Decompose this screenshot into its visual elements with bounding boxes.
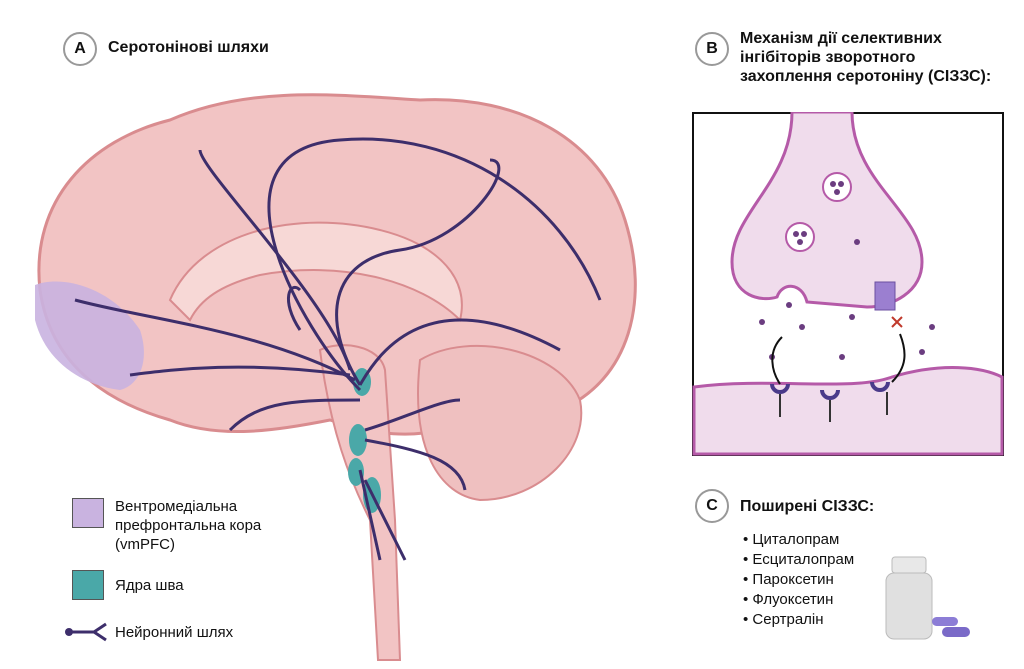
legend-raphe: Ядра шва	[115, 577, 184, 594]
ssri-item: Циталопрам	[743, 530, 854, 550]
serotonin-pathways	[74, 137, 602, 561]
ssri-item: Пароксетин	[743, 570, 854, 590]
vmpfc-swatch	[72, 498, 104, 528]
synapse-diagram	[692, 112, 1004, 456]
panel-b-title: Механізм дії селективних інгібіторів зво…	[740, 29, 991, 86]
panel-a-title: Серотонінові шляхи	[108, 39, 269, 56]
panel-b-title-line: інгібіторів зворотного	[740, 49, 916, 66]
legend-vmpfc-line: Вентромедіальна	[115, 498, 238, 515]
brain-illustration	[35, 93, 637, 661]
postsynaptic-membrane	[692, 366, 1004, 456]
presynaptic-terminal	[730, 112, 924, 309]
panel-b-title-line: захоплення серотоніну (СІЗЗС):	[740, 68, 992, 85]
ssri-item: Сертралін	[743, 610, 854, 630]
panel-c-badge: C	[695, 489, 729, 523]
legend-pathway: Нейронний шлях	[115, 624, 234, 641]
ssri-item: Флуоксетин	[743, 590, 854, 610]
ssri-item: Есциталопрам	[743, 550, 854, 570]
panel-c-title: Поширені СІЗЗС:	[740, 498, 875, 515]
cerebellum	[417, 344, 583, 502]
corpus-callosum	[168, 221, 463, 322]
raphe-swatch	[72, 570, 104, 600]
raphe-nucleus	[348, 458, 364, 486]
legend-vmpfc-line: (vmPFC)	[115, 536, 175, 553]
legend-vmpfc: Вентромедіальна префронтальна кора (vmPF…	[115, 497, 261, 554]
neuron-pathway-icon	[65, 622, 107, 642]
legend-vmpfc-line: префронтальна кора	[115, 517, 262, 534]
panel-b-badge: B	[695, 32, 729, 66]
panel-b-title-line: Механізм дії селективних	[740, 30, 942, 47]
raphe-nucleus	[349, 424, 367, 456]
pill-bottle-icon	[885, 556, 970, 640]
ssri-list: Циталопрам Есциталопрам Пароксетин Флуок…	[743, 530, 854, 630]
panel-a-badge: A	[63, 32, 97, 66]
blocked-x-icon	[891, 316, 903, 328]
sert-transporter-icon	[874, 281, 896, 311]
